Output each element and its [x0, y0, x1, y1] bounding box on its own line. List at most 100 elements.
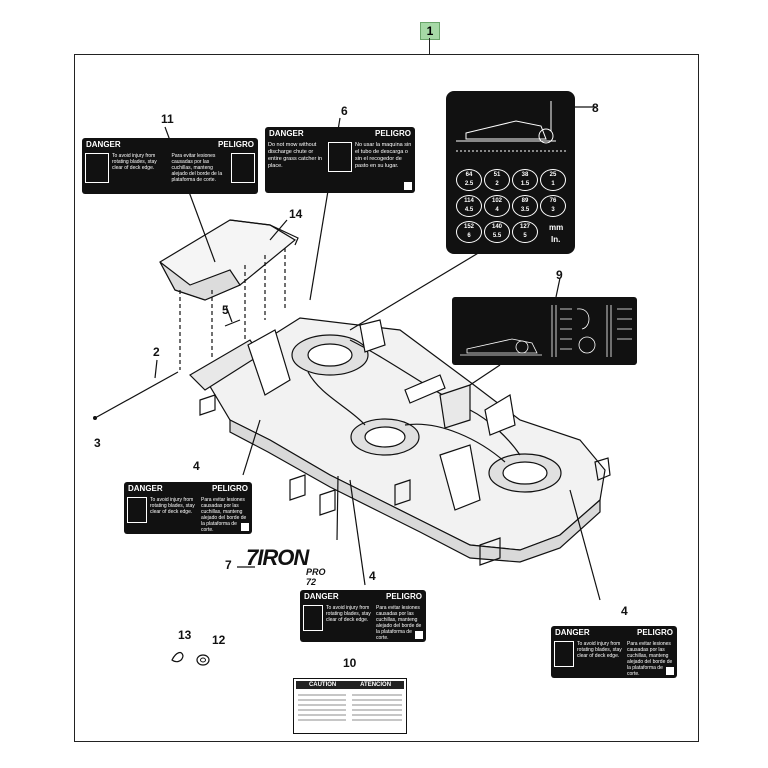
qr-code-icon [404, 182, 412, 190]
decal-4-danger-center: DANGER PELIGRO To avoid injury from rotat… [300, 590, 426, 642]
decal-4-english-text: To avoid injury from rotating blades, st… [150, 497, 195, 515]
qr-code-icon [666, 667, 674, 675]
caution-fine-print-lines [298, 694, 402, 721]
logo-main-text: 7IRON [246, 545, 309, 570]
height-setting-cell: 140 5.5 [484, 221, 510, 243]
decal-4-english-text: To avoid injury from rotating blades, st… [577, 641, 622, 659]
unit-in-label: In. [551, 235, 561, 244]
decal-6-danger: DANGER PELIGRO Do not mow without dischar… [265, 127, 415, 193]
callout-4-left: 4 [193, 459, 200, 473]
callout-4-right: 4 [621, 604, 628, 618]
danger-heading: DANGER [555, 628, 590, 637]
decal-4-danger-right: DANGER PELIGRO To avoid injury from rotat… [551, 626, 677, 678]
logo-sub-text: PRO 72 [306, 567, 326, 587]
height-mm-value: 25 [549, 172, 557, 178]
blade-warning-icon [554, 641, 574, 667]
peligro-heading: PELIGRO [211, 484, 248, 493]
height-mm-value: 102 [491, 198, 502, 204]
callout-10: 10 [343, 656, 357, 670]
decal-4-english-text: To avoid injury from rotating blades, st… [326, 605, 371, 623]
figure-number-badge: 1 [420, 22, 440, 40]
callout-7: 7 [225, 558, 232, 572]
decal-11-english-text: To avoid injury from rotating blades, st… [112, 153, 157, 171]
height-in-value: 4 [495, 207, 499, 213]
badge-leader [429, 38, 430, 54]
callout-5: 5 [222, 303, 229, 317]
height-in-value: 2.5 [464, 181, 474, 187]
discharge-chute-warning-icon [328, 142, 352, 172]
height-mm-value: 76 [549, 198, 557, 204]
height-mm-value: 140 [491, 224, 502, 230]
nut-part [196, 654, 210, 666]
callout-4-center: 4 [369, 569, 376, 583]
danger-heading: DANGER [86, 140, 121, 149]
peligro-heading: PELIGRO [374, 129, 411, 138]
decal-11-spanish-text: Para evitar lesiones causadas por las cu… [171, 153, 223, 183]
callout-11: 11 [161, 112, 174, 126]
decal-10-caution: CAUTION ATENCION [293, 678, 407, 734]
clip-part [171, 651, 184, 663]
height-in-value: 3 [551, 207, 555, 213]
height-in-value: 6 [467, 233, 471, 239]
warning-pictogram-icon [231, 153, 255, 183]
blade-warning-icon [127, 497, 147, 523]
height-setting-cell: 51 2 [484, 169, 510, 191]
qr-code-icon [241, 523, 249, 531]
height-mm-value: 114 [464, 198, 474, 204]
decal-4-spanish-text: Para evitar lesiones causadas por las cu… [376, 605, 422, 641]
height-mm-value: 89 [521, 198, 529, 204]
qr-code-icon [415, 631, 423, 639]
peligro-heading: PELIGRO [217, 140, 254, 149]
callout-12: 12 [212, 633, 226, 647]
atencion-heading: ATENCION [360, 682, 392, 688]
height-adjust-illustration [460, 305, 632, 357]
decal-9-height-adjust-chart [452, 297, 637, 365]
decal-11-danger: DANGER PELIGRO To avoid injury from rotat… [82, 138, 258, 194]
height-gauge-illustration [456, 101, 566, 152]
callout-8: 8 [592, 101, 599, 115]
height-in-value: 5 [523, 233, 527, 239]
callout-13: 13 [178, 628, 192, 642]
danger-heading: DANGER [128, 484, 163, 493]
peligro-heading: PELIGRO [385, 592, 422, 601]
height-mm-value: 64 [465, 172, 473, 178]
decal-4-spanish-text: Para evitar lesiones causadas por las cu… [627, 641, 673, 677]
callout-3: 3 [94, 436, 101, 450]
7iron-pro-logo: 7IRON PRO 72 [246, 545, 326, 587]
height-setting-cell: 25 1 [540, 169, 566, 191]
decal-4-spanish-text: Para evitar lesiones causadas por las cu… [201, 497, 247, 533]
height-in-value: 1 [551, 181, 555, 187]
height-in-value: 3.5 [520, 207, 530, 213]
warning-pictogram-icon [85, 153, 109, 183]
height-setting-cell: 102 4 [484, 195, 510, 217]
height-in-value: 1.5 [520, 181, 530, 187]
unit-mm-label: mm [549, 223, 564, 232]
height-in-value: 2 [495, 181, 499, 187]
blade-warning-icon [303, 605, 323, 631]
height-mm-value: 152 [463, 224, 474, 230]
height-in-value: 5.5 [492, 233, 502, 239]
diagram-frame [74, 54, 699, 742]
height-setting-cell: 76 3 [540, 195, 566, 217]
decal-6-spanish-text: No usar la maquina sin el tubo de descar… [355, 142, 412, 169]
peligro-heading: PELIGRO [636, 628, 673, 637]
height-mm-value: 127 [519, 224, 530, 230]
height-in-value: 4.5 [464, 207, 474, 213]
height-setting-cell: 127 5 [512, 221, 538, 243]
callout-6: 6 [341, 104, 348, 118]
callout-14: 14 [289, 207, 303, 221]
height-mm-value: 51 [493, 172, 501, 178]
callout-2: 2 [153, 345, 160, 359]
caution-heading: CAUTION [308, 682, 337, 688]
height-setting-cell: 114 4.5 [456, 195, 482, 217]
danger-heading: DANGER [304, 592, 339, 601]
decal-6-english-text: Do not mow without discharge chute or en… [268, 142, 323, 169]
callout-9: 9 [556, 268, 563, 282]
danger-heading: DANGER [269, 129, 304, 138]
height-mm-value: 38 [521, 172, 529, 178]
